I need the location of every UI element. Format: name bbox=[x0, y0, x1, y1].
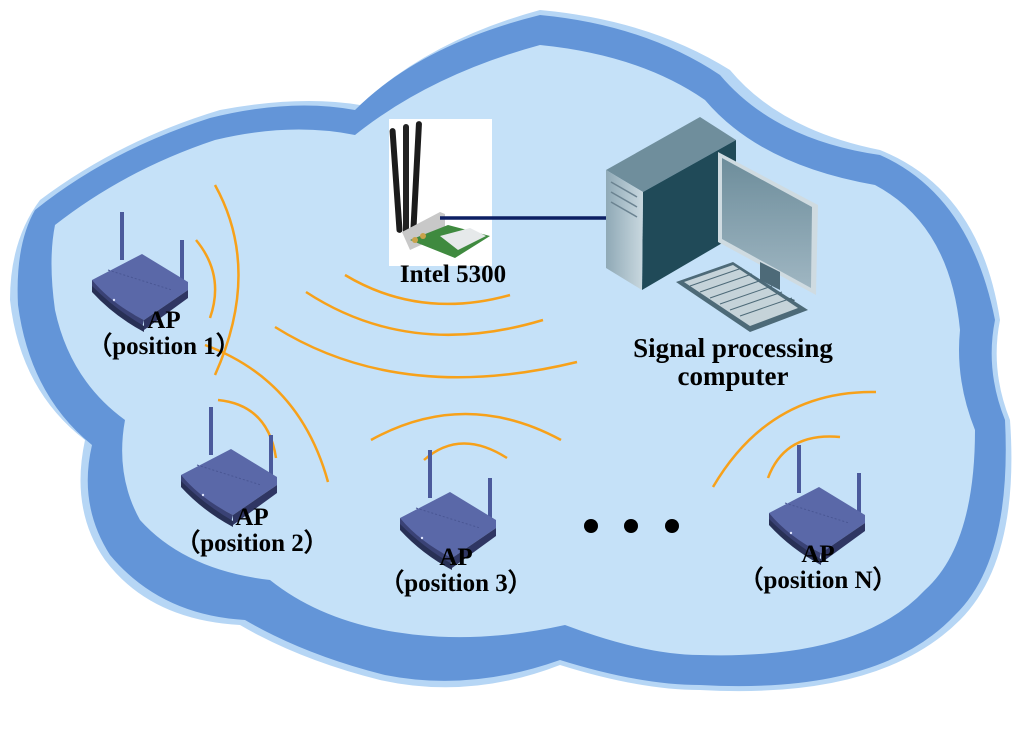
ap2-label: AP （position 2） bbox=[152, 504, 352, 558]
signal-arc bbox=[274, 325, 578, 379]
ap1-label-line1: AP bbox=[147, 307, 181, 334]
computer-label: Signal processing computer bbox=[603, 334, 863, 391]
ap1-label-line2: （position 1） bbox=[87, 333, 241, 361]
signal-arc bbox=[305, 290, 544, 337]
signal-arc bbox=[711, 390, 877, 488]
apn-label-line1: AP bbox=[801, 541, 835, 568]
ap1-label: AP （position 1） bbox=[64, 307, 264, 361]
signal-arc bbox=[204, 343, 330, 483]
signal-arcs bbox=[195, 184, 877, 488]
ap2-label-line2: （position 2） bbox=[175, 530, 329, 558]
ap3-label-line1: AP bbox=[439, 544, 473, 571]
receiver-name: Intel 5300 bbox=[399, 261, 507, 288]
ap3-label-line2: （position 3） bbox=[379, 570, 533, 598]
signal-arc bbox=[217, 398, 278, 459]
ap3-label: AP （position 3） bbox=[356, 544, 556, 598]
signal-arc bbox=[213, 184, 240, 376]
ellipsis-dot bbox=[624, 519, 638, 533]
signal-arc bbox=[195, 239, 217, 319]
ellipsis-dots bbox=[584, 519, 679, 533]
computer-label-line2: computer bbox=[677, 361, 789, 392]
apn-label: AP （position N） bbox=[718, 541, 918, 595]
receiver-label: Intel 5300 bbox=[363, 261, 543, 288]
ellipsis-dot bbox=[665, 519, 679, 533]
ap2-label-line1: AP bbox=[235, 504, 269, 531]
signal-arc bbox=[344, 273, 511, 306]
desktop-computer-icon bbox=[606, 117, 818, 332]
signal-arc bbox=[766, 435, 841, 479]
signal-arc bbox=[370, 412, 562, 442]
computer-label-line1: Signal processing bbox=[633, 333, 833, 363]
wifi-nic-card-icon bbox=[389, 119, 492, 266]
ellipsis-dot bbox=[584, 519, 598, 533]
apn-label-line2: （position N） bbox=[738, 567, 898, 595]
